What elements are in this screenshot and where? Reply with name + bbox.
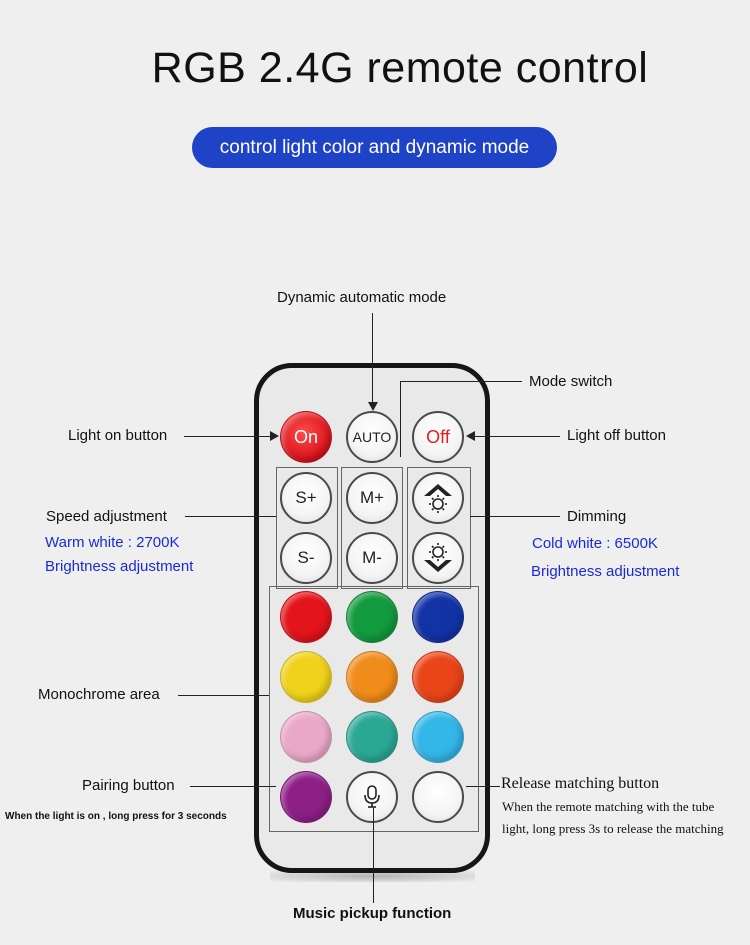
music-pointer [373, 808, 374, 903]
music-pickup-button[interactable] [346, 771, 398, 823]
dynamic-mode-label: Dynamic automatic mode [277, 289, 447, 306]
release-pointer [466, 786, 500, 787]
light-on-pointer [184, 436, 270, 437]
color-button-blue[interactable] [412, 591, 464, 643]
light-off-label: Light off button [567, 427, 666, 444]
brightness-left-label: Brightness adjustment [45, 558, 194, 575]
on-button-label: On [293, 426, 318, 447]
mode-switch-label: Mode switch [529, 373, 613, 390]
mode-down-button[interactable]: M- [346, 532, 398, 584]
light-off-arrow [466, 431, 475, 441]
pairing-note: When the light is on , long press for 3 … [5, 811, 227, 822]
speed-down-button[interactable]: S- [280, 532, 332, 584]
mode-down-label: M- [362, 548, 382, 567]
brightness-right-label: Brightness adjustment [531, 563, 680, 580]
off-button[interactable]: Off [412, 411, 464, 463]
dimming-zone [407, 467, 471, 589]
speed-up-label: S+ [295, 488, 317, 507]
pairing-label: Pairing button [82, 777, 175, 794]
monochrome-zone [269, 586, 479, 832]
auto-button-label: AUTO [352, 429, 392, 445]
color-button-green[interactable] [346, 591, 398, 643]
color-button-orange[interactable] [346, 651, 398, 703]
on-button[interactable]: On [280, 411, 332, 463]
speed-zone [276, 467, 338, 589]
color-button-purple[interactable] [280, 771, 332, 823]
dimming-pointer [470, 516, 560, 517]
monochrome-pointer [178, 695, 269, 696]
color-button-white[interactable] [412, 771, 464, 823]
cold-white-label: Cold white : 6500K [532, 535, 658, 552]
color-button-orange-red[interactable] [412, 651, 464, 703]
subtitle-badge: control light color and dynamic mode [192, 127, 557, 168]
dynamic-mode-arrow [368, 402, 378, 411]
color-button-red[interactable] [280, 591, 332, 643]
speed-down-label: S- [297, 548, 315, 567]
microphone-icon [364, 785, 380, 808]
sun-down-icon [424, 543, 452, 572]
dynamic-mode-pointer [372, 313, 373, 406]
mode-up-button[interactable]: M+ [346, 472, 398, 524]
light-on-arrow [270, 431, 279, 441]
brightness-up-button[interactable] [412, 472, 464, 524]
color-button-yellow[interactable] [280, 651, 332, 703]
off-button-label: Off [426, 426, 450, 447]
color-button-teal[interactable] [346, 711, 398, 763]
brightness-down-button[interactable] [412, 532, 464, 584]
release-label: Release matching button [501, 775, 660, 792]
mode-switch-pointer-h [400, 381, 522, 382]
sun-up-icon [424, 484, 452, 513]
mode-switch-pointer-v [400, 381, 401, 457]
mode-up-label: M+ [359, 488, 385, 507]
monochrome-label: Monochrome area [38, 686, 160, 703]
pairing-pointer [190, 786, 276, 787]
page-title: RGB 2.4G remote control [151, 44, 649, 92]
auto-button[interactable]: AUTO [346, 411, 398, 463]
release-note: When the remote matching with the tube l… [502, 799, 724, 836]
light-on-label: Light on button [68, 427, 168, 444]
color-button-light-blue[interactable] [412, 711, 464, 763]
speed-label: Speed adjustment [46, 508, 167, 525]
speed-pointer [185, 516, 276, 517]
dimming-label: Dimming [567, 508, 627, 525]
mode-zone [341, 467, 403, 589]
speed-up-button[interactable]: S+ [280, 472, 332, 524]
warm-white-label: Warm white : 2700K [45, 534, 180, 551]
remote-shadow [270, 870, 475, 882]
music-label: Music pickup function [293, 905, 452, 922]
color-button-pink[interactable] [280, 711, 332, 763]
light-off-pointer [474, 436, 560, 437]
